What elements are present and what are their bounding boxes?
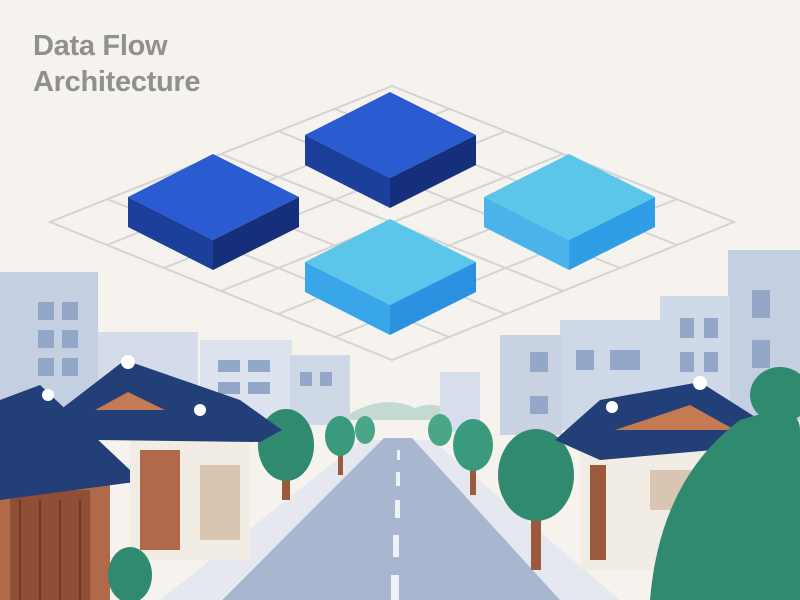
data-block-right (484, 154, 655, 270)
title-line-2: Architecture (33, 66, 201, 98)
foreground-tree-right (650, 412, 800, 600)
tree-right-3 (428, 414, 452, 446)
hanok-roof-left-front (0, 385, 150, 500)
building-left-4 (290, 355, 350, 425)
data-block-top (305, 92, 476, 208)
hanok-house-left (0, 355, 282, 600)
title-line-1: Data Flow (33, 30, 168, 62)
data-block-bottom (305, 219, 476, 335)
lane-markings (391, 450, 400, 600)
distant-hills (340, 402, 465, 420)
tree-right-2 (453, 419, 493, 495)
street-trees (258, 409, 574, 570)
tree-left-3 (355, 416, 375, 444)
sidewalk-right (410, 440, 620, 600)
page-title: Data Flow Architecture (33, 28, 201, 100)
road (222, 438, 560, 600)
data-block-left (128, 154, 299, 270)
hanok-roof-left-back (60, 360, 282, 442)
building-right-4 (500, 335, 562, 435)
tree-right-1 (498, 429, 574, 570)
tree-left-2 (325, 416, 355, 475)
hanok-house-right (555, 367, 800, 600)
